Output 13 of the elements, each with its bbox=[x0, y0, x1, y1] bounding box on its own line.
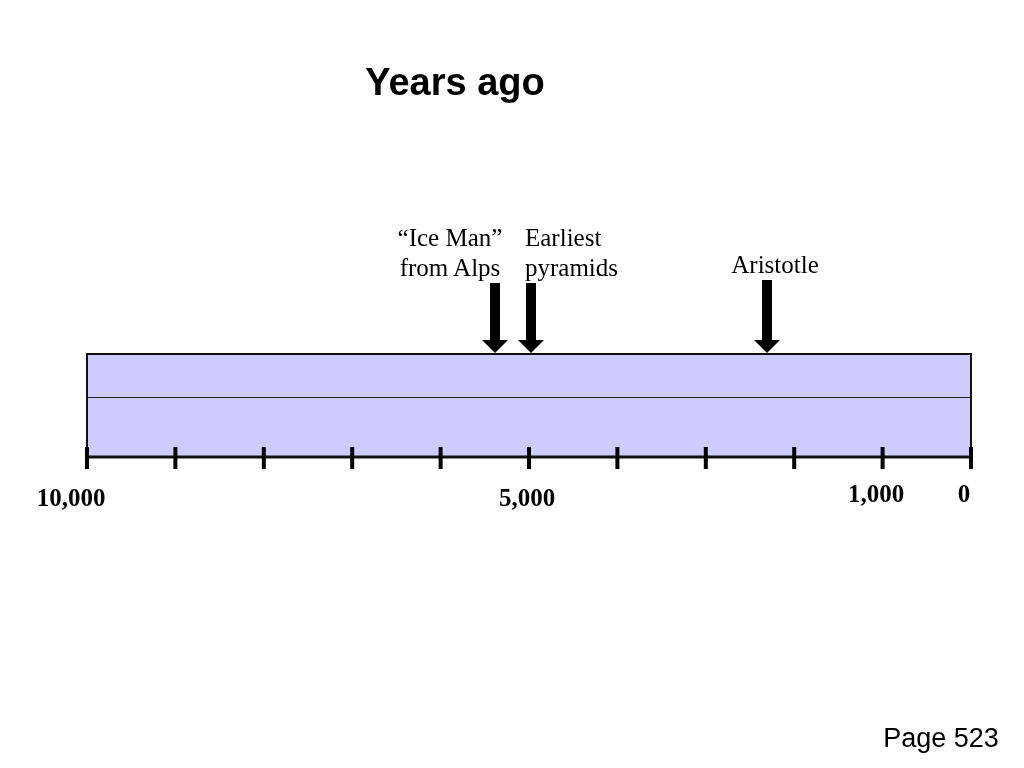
arrow bbox=[754, 280, 780, 353]
page-number: Page 523 bbox=[883, 722, 999, 754]
event-label: Aristotle bbox=[728, 250, 822, 280]
event-label: “Ice Man” from Alps bbox=[394, 223, 506, 283]
axis-label: 10,000 bbox=[36, 484, 106, 512]
axis-label: 1,000 bbox=[847, 480, 905, 508]
arrow bbox=[518, 283, 544, 353]
arrow bbox=[482, 283, 508, 353]
chart-title: Years ago bbox=[365, 60, 545, 104]
axis-label: 0 bbox=[957, 480, 971, 508]
timeline-bar bbox=[86, 353, 972, 458]
event-label: Earliest pyramids bbox=[525, 223, 625, 283]
axis-label: 5,000 bbox=[498, 484, 556, 512]
